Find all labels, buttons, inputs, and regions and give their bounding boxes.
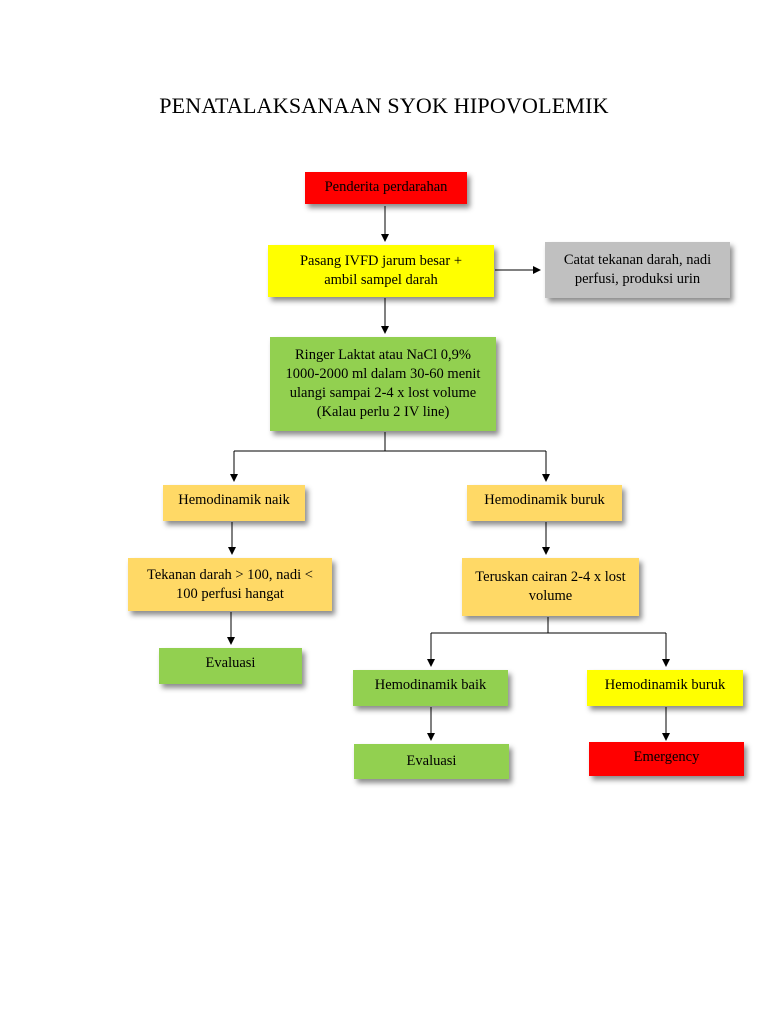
node-blood-pressure-status: Tekanan darah > 100, nadi < 100 perfusi … xyxy=(128,558,332,611)
node-evaluation-1: Evaluasi xyxy=(159,648,302,684)
node-hemodynamic-good: Hemodinamik baik xyxy=(353,670,508,706)
node-install-ivfd: Pasang IVFD jarum besar + ambil sampel d… xyxy=(268,245,494,297)
node-evaluation-2: Evaluasi xyxy=(354,744,509,779)
node-hemodynamic-bad-1: Hemodinamik buruk xyxy=(467,485,622,521)
node-continue-fluid: Teruskan cairan 2-4 x lost volume xyxy=(462,558,639,616)
node-hemodynamic-bad-2: Hemodinamik buruk xyxy=(587,670,743,706)
node-hemodynamic-up: Hemodinamik naik xyxy=(163,485,305,521)
node-bleeding-patient: Penderita perdarahan xyxy=(305,172,467,204)
node-emergency: Emergency xyxy=(589,742,744,776)
node-fluid-therapy: Ringer Laktat atau NaCl 0,9% 1000-2000 m… xyxy=(270,337,496,431)
node-record-vitals: Catat tekanan darah, nadi perfusi, produ… xyxy=(545,242,730,298)
page-title: PENATALAKSANAAN SYOK HIPOVOLEMIK xyxy=(159,93,609,118)
